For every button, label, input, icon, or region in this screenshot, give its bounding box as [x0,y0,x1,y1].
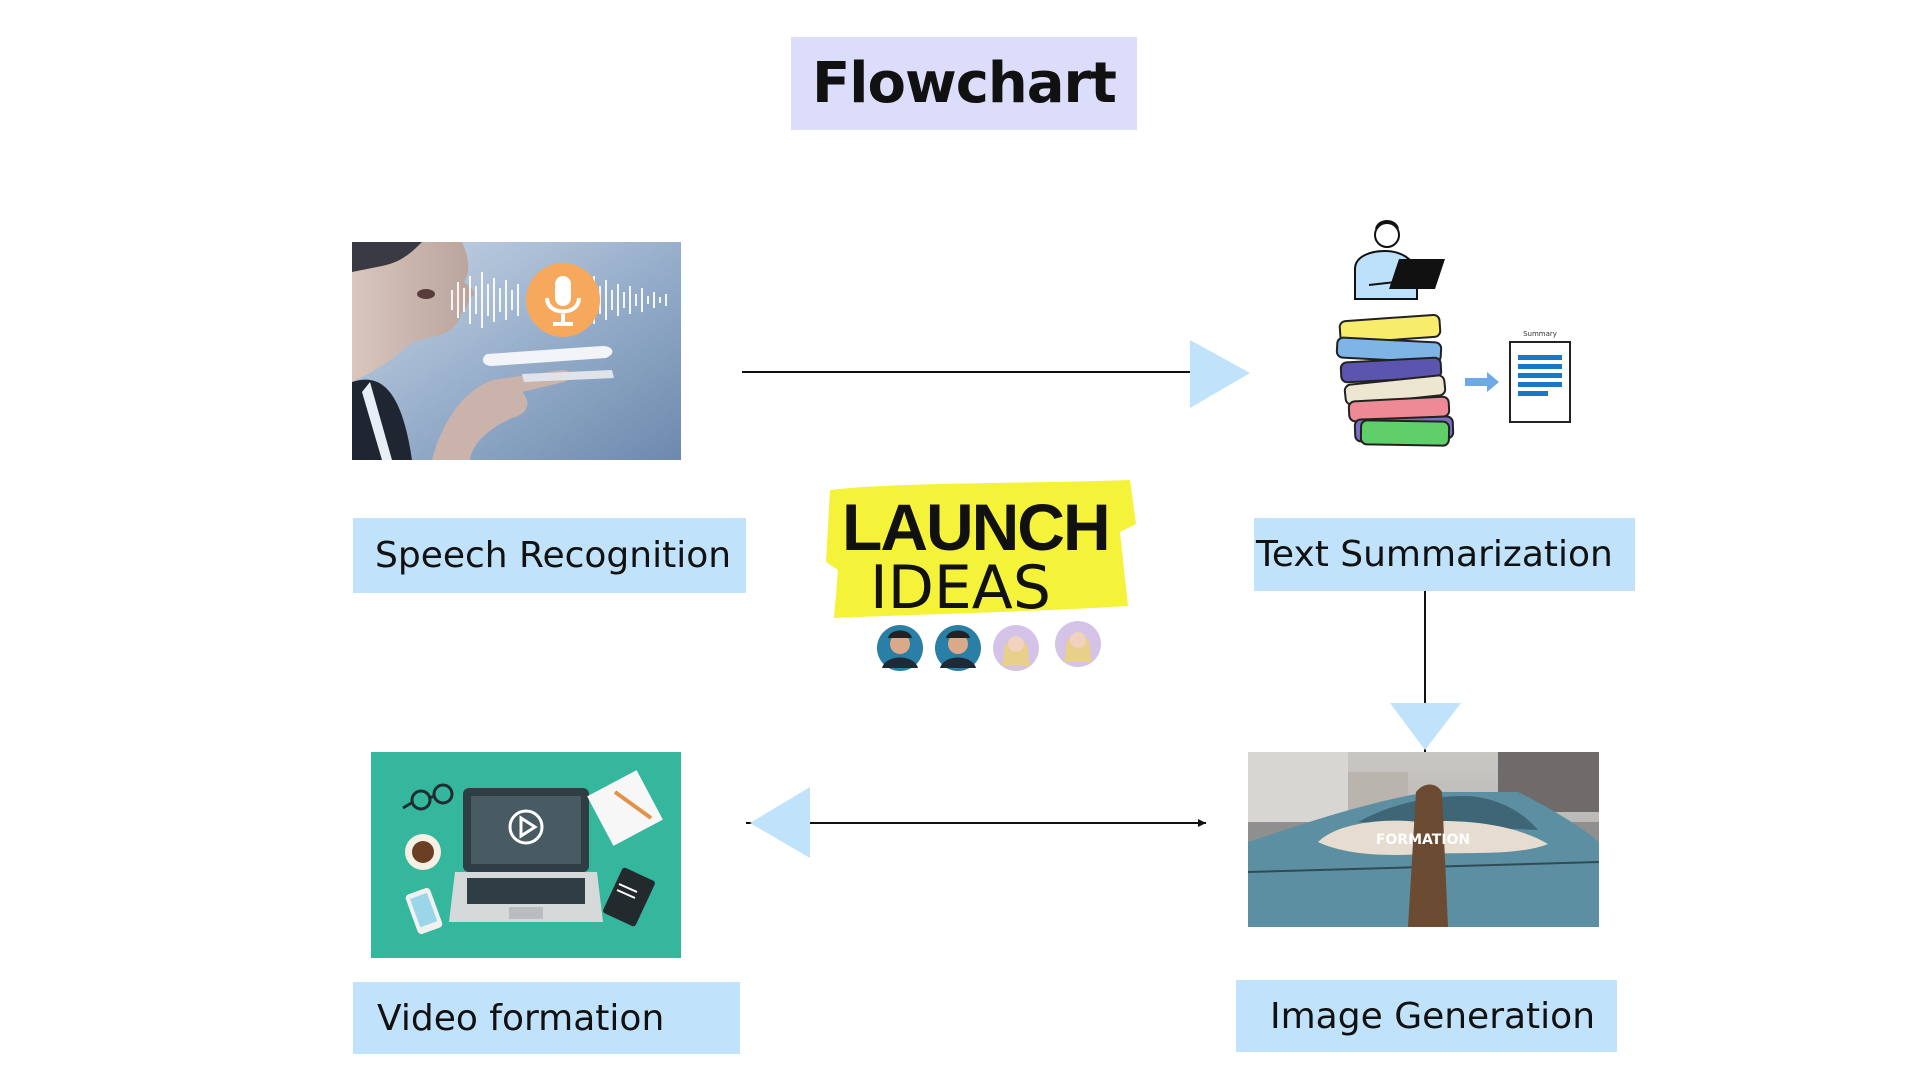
arrowhead-right [1190,340,1250,408]
video-formation-image [371,752,681,958]
avatar-group [877,621,1101,671]
speech-recognition-image [352,242,681,460]
notepad-pen-icon [587,770,663,846]
connector-tip [1198,819,1206,827]
arrow-speech-to-text [742,340,1250,408]
coffee-cup-icon [405,834,441,870]
video-formation-label: Video formation [353,982,740,1054]
laptop-icon [449,788,603,922]
small-arrow-icon [1465,372,1499,392]
speech-recognition-label: Speech Recognition [353,518,746,593]
logo-line1: LAUNCH [842,490,1109,564]
glasses-icon [402,783,454,811]
text-summarization-label: Text Summarization [1254,518,1635,591]
summary-document-icon: Summary [1509,330,1571,423]
summary-caption: Summary [1523,330,1557,338]
avatar [993,625,1039,671]
formation-caption: FORMATION [1376,832,1470,848]
page-title: Flowchart [791,37,1137,130]
person-laptop-icon [1354,220,1445,300]
avatar [877,625,923,671]
arrowhead-left [750,787,810,858]
phone-icon [405,887,443,935]
arrow-image-to-video [746,787,1206,858]
microphone-icon [526,263,600,337]
image-generation-image: FORMATION [1248,752,1599,927]
play-icon [519,815,538,839]
notebook-icon [603,867,655,927]
launch-ideas-logo: LAUNCH IDEAS [826,480,1136,671]
book-stack-icon [1335,313,1455,447]
avatar [935,625,981,671]
avatar [1055,621,1101,667]
text-summarization-image: Summary [1335,220,1571,447]
arrow-text-to-image [1390,591,1461,752]
logo-line2: IDEAS [870,553,1051,623]
arrowhead-down [1390,703,1461,750]
image-generation-label: Image Generation [1236,980,1617,1052]
